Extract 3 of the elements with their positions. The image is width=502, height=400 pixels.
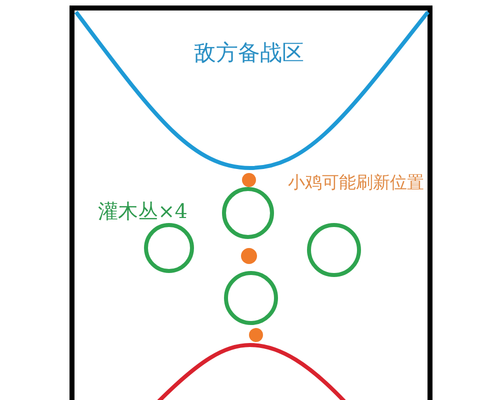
callout-text: 小鸡可能刷新位置 [288,175,424,192]
bush-label: 灌木丛×4 [98,201,188,221]
zone-label: 敌方备战区 [194,43,304,65]
